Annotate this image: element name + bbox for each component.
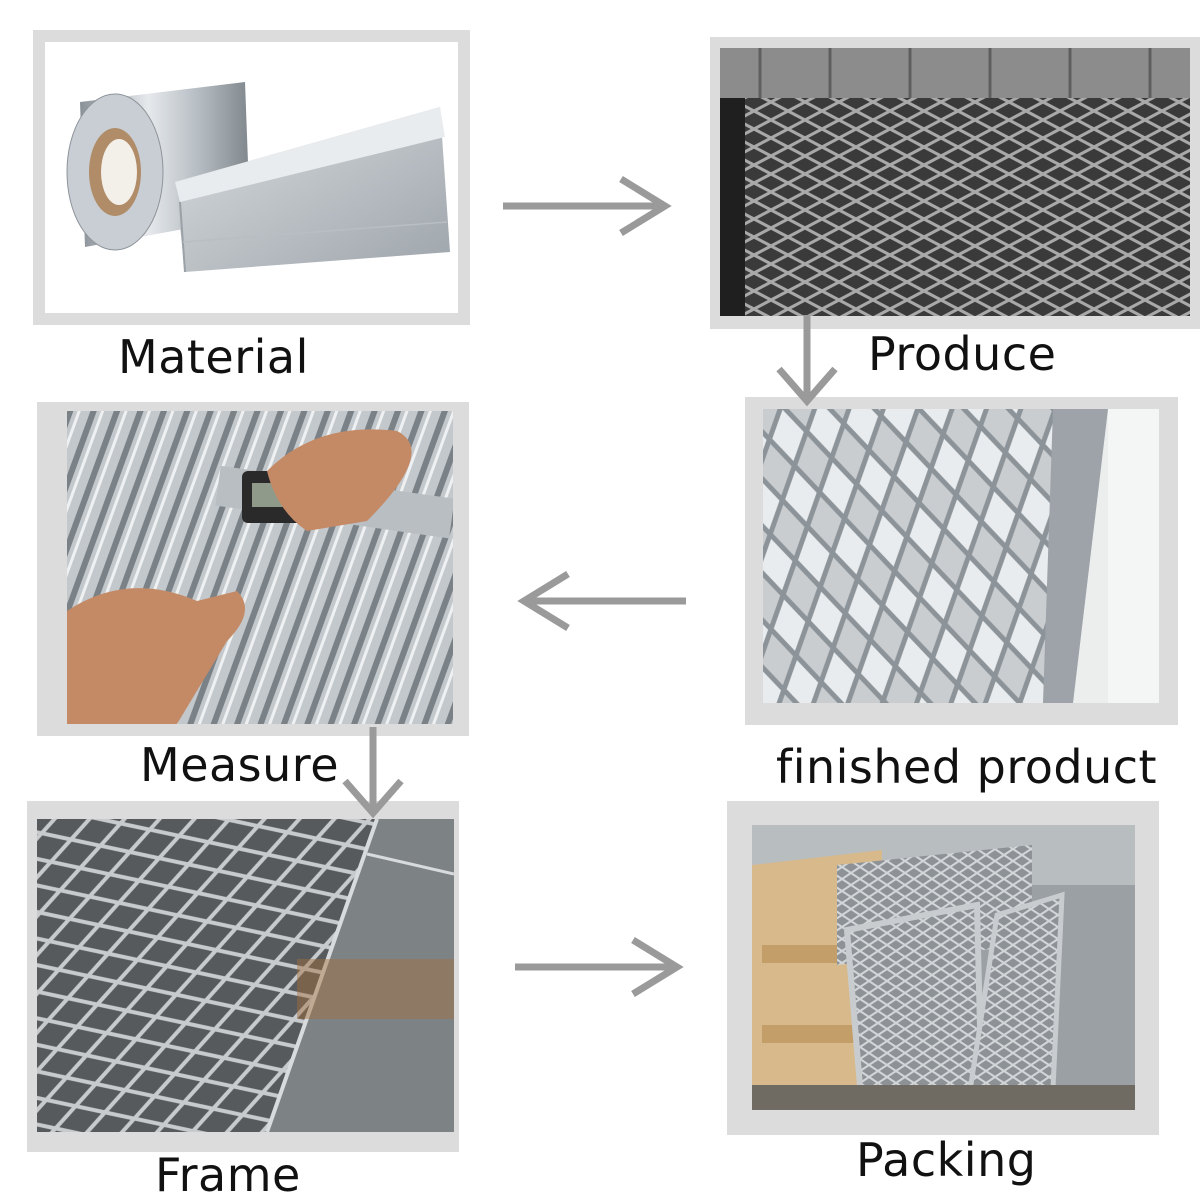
arrow-down-icon	[775, 315, 839, 407]
measurement-caliper-image	[67, 411, 453, 724]
arrow-right-icon	[503, 176, 673, 236]
material-label: Material	[118, 330, 309, 384]
arrow-right-icon	[515, 937, 685, 997]
packing-label: Packing	[856, 1133, 1037, 1187]
arrow-left-icon	[516, 571, 686, 631]
production-machine-image	[720, 48, 1190, 316]
measure-label: Measure	[140, 738, 339, 792]
finished-label: finished product	[776, 740, 1158, 794]
aluminum-coil-image	[45, 42, 458, 313]
frame-label: Frame	[155, 1148, 301, 1202]
produce-label: Produce	[868, 327, 1057, 381]
finished-panel-image	[763, 409, 1159, 703]
packing-crate-image	[752, 825, 1135, 1110]
framed-mesh-image	[37, 819, 454, 1132]
arrow-down-icon	[341, 727, 405, 819]
